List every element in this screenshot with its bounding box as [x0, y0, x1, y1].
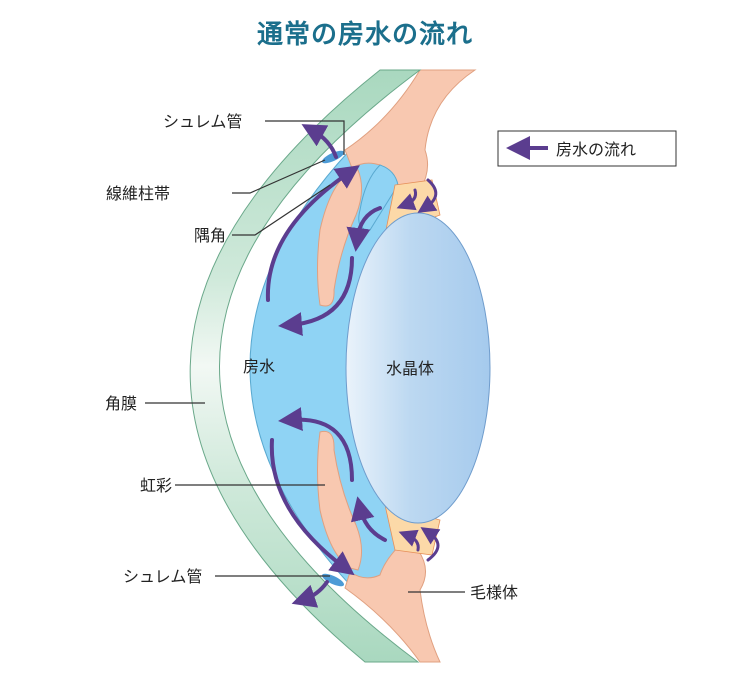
- schlemm-canal-top: [321, 150, 345, 164]
- lens: [345, 212, 491, 524]
- legend-label: 房水の流れ: [556, 140, 636, 159]
- flow-arrows: [265, 124, 441, 608]
- cornea: [189, 69, 422, 663]
- flow-arrow: [265, 165, 360, 302]
- flow-arrow: [420, 527, 441, 562]
- label-trabecular-meshwork: 線維柱帯: [106, 184, 170, 203]
- leader-lines: [145, 120, 465, 593]
- flow-arrow: [346, 206, 382, 252]
- flow-arrow: [301, 124, 338, 159]
- flow-arrow: [278, 256, 354, 336]
- flow-arrow: [417, 178, 438, 213]
- iris-bottom: [317, 430, 362, 571]
- flow-arrow: [269, 438, 355, 576]
- label-lens: 水晶体: [386, 359, 434, 378]
- flow-arrow: [291, 580, 329, 608]
- label-iris: 虹彩: [140, 476, 172, 495]
- diagram-title: 通常の房水の流れ: [256, 20, 473, 50]
- flow-arrow: [398, 529, 420, 552]
- label-ciliary-body: 毛様体: [470, 583, 518, 602]
- schlemm-canal-bottom: [321, 573, 345, 587]
- label-schlemm-canal-top: シュレム管: [163, 112, 242, 131]
- legend: 房水の流れ: [497, 130, 677, 167]
- label-angle: 隅角: [194, 226, 226, 245]
- flow-arrow: [396, 188, 417, 211]
- flow-arrow: [278, 407, 354, 482]
- label-schlemm-canal-bottom: シュレム管: [123, 567, 202, 586]
- ciliary-body-bottom: [344, 544, 441, 663]
- label-cornea: 角膜: [105, 394, 137, 413]
- flow-arrow: [350, 496, 387, 542]
- label-aqueous-humor: 房水: [243, 357, 275, 376]
- iris-top: [317, 169, 362, 307]
